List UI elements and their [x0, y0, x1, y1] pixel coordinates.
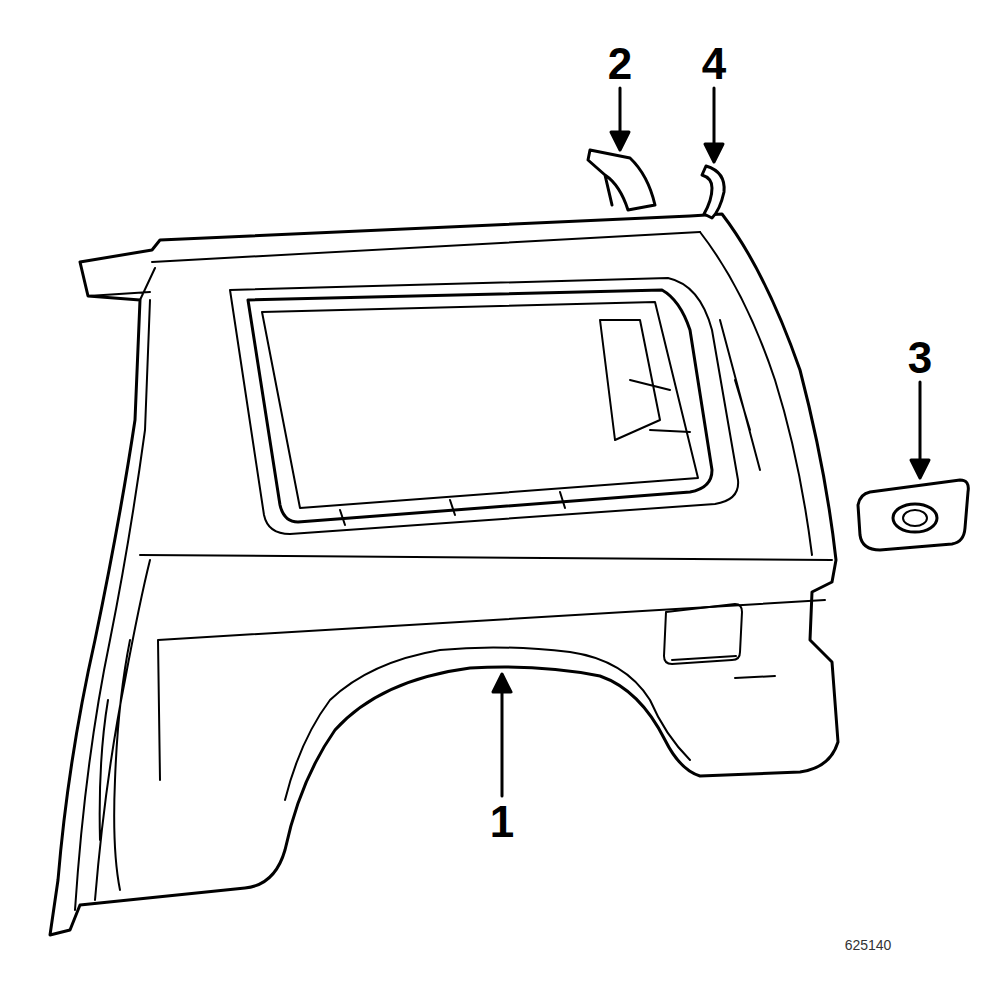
leader-arrows: [493, 88, 929, 796]
rear-pillar: [700, 232, 812, 555]
wheel-arch-lip: [285, 647, 690, 800]
belt-line: [140, 555, 832, 780]
fuel-filler-neck-inner: [903, 510, 927, 526]
emblem: [735, 676, 775, 678]
inner-structure: [340, 320, 760, 525]
figure-code: 625140: [845, 938, 892, 952]
window-flange: [230, 278, 738, 534]
quarter-panel: [50, 214, 838, 935]
part-2-bracket: [588, 150, 655, 210]
pillar-lines: [75, 300, 150, 910]
callout-number: 1: [490, 800, 514, 844]
window-opening: [248, 290, 712, 522]
callout-number: 4: [702, 42, 726, 86]
fuel-filler-neck: [893, 504, 937, 532]
fuel-door-opening: [664, 604, 742, 664]
callout-number: 3: [908, 336, 932, 380]
part-4-bracket: [702, 166, 724, 218]
part-3-fuel-housing: [858, 480, 968, 550]
callout-number: 2: [608, 42, 632, 86]
